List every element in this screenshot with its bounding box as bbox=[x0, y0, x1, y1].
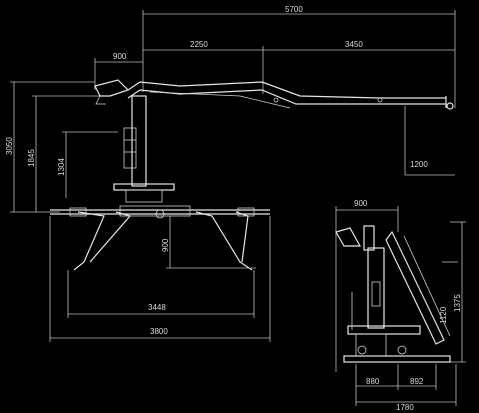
boom-section-2-label: 3450 bbox=[345, 40, 363, 49]
dimension-jib-offset: 900 bbox=[94, 52, 143, 90]
dimension-outrigger-depth: 900 bbox=[161, 216, 256, 269]
height-low-label: 1304 bbox=[57, 158, 66, 176]
transport-height-label: 1375 bbox=[453, 294, 462, 312]
overall-reach-label: 5700 bbox=[285, 5, 303, 14]
top-width-label: 900 bbox=[354, 199, 368, 208]
tip-drop-label: 1200 bbox=[410, 160, 428, 169]
boom bbox=[94, 79, 454, 110]
dimension-heights: 3050 1845 1304 bbox=[5, 81, 118, 213]
outrigger-depth-label: 900 bbox=[161, 238, 170, 252]
total-width-label: 1780 bbox=[396, 403, 414, 412]
jib-offset-label: 900 bbox=[113, 52, 127, 61]
dimension-outrigger-spans: 3448 3800 bbox=[49, 216, 271, 342]
dimension-tip-drop: 1200 bbox=[404, 106, 455, 176]
mast bbox=[113, 95, 175, 203]
dimension-transport-bottom: 880 892 1780 bbox=[355, 364, 457, 412]
bottom-left-label: 880 bbox=[366, 377, 380, 386]
outriggers bbox=[50, 205, 270, 271]
boom-section-1-label: 2250 bbox=[190, 40, 208, 49]
transport-height-upper-label: 1120 bbox=[439, 306, 448, 324]
main-view: 5700 2250 3450 900 1200 bbox=[5, 5, 456, 342]
height-max-label: 3050 bbox=[5, 137, 14, 155]
transport-view: 900 1375 1120 bbox=[335, 199, 466, 412]
dimension-top-width: 900 bbox=[335, 199, 399, 372]
height-mid-label: 1845 bbox=[27, 149, 36, 167]
stowed-crane bbox=[335, 225, 451, 363]
outrigger-span-outer-label: 3800 bbox=[150, 327, 168, 336]
dimension-boom-sections: 2250 3450 bbox=[143, 40, 455, 94]
bottom-right-label: 892 bbox=[410, 377, 424, 386]
outrigger-span-inner-label: 3448 bbox=[148, 303, 166, 312]
dimension-overall-reach: 5700 bbox=[142, 5, 456, 108]
